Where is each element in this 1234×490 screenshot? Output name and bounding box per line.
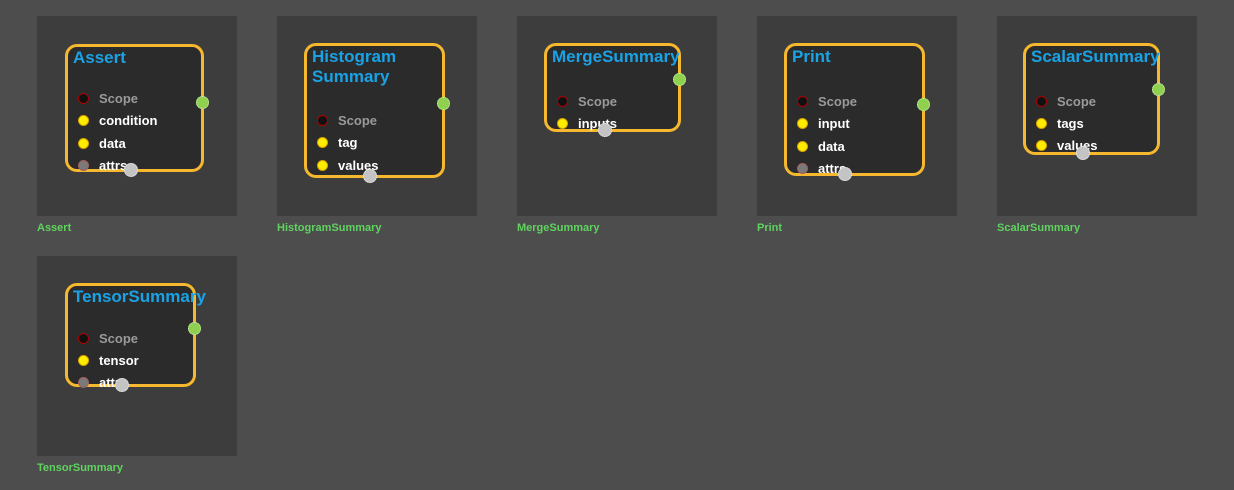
port-label: Scope [99,90,139,106]
port-label: data [99,135,126,151]
scope-port-dot-icon[interactable] [1036,95,1047,107]
input-port-Scope[interactable]: Scope [557,93,617,109]
data-port-dot-icon[interactable] [1036,139,1047,151]
node-caption: TensorSummary [37,462,123,474]
data-port-dot-icon[interactable] [78,354,89,366]
scope-port-dot-icon[interactable] [78,332,89,344]
attr-port-dot-icon[interactable] [78,376,89,388]
port-label: attrs [99,158,128,173]
node-caption: MergeSummary [517,222,600,234]
input-port-Scope[interactable]: Scope [797,93,857,109]
port-label: values [338,157,379,173]
control-port-dot-icon[interactable] [115,378,129,392]
input-port-Scope[interactable]: Scope [1036,93,1096,109]
port-label: data [818,138,845,154]
output-port-dot-icon[interactable] [673,73,686,86]
node-caption: HistogramSummary [277,222,382,234]
input-port-input[interactable]: input [797,116,850,132]
node-title: ScalarSummary [1031,47,1160,66]
input-port-data[interactable]: data [797,138,845,154]
data-port-dot-icon[interactable] [797,140,808,152]
port-label: input [818,116,850,131]
data-port-dot-icon[interactable] [78,115,89,126]
node-title: Print [792,47,831,66]
data-port-dot-icon[interactable] [797,118,808,129]
node-caption: Print [757,222,783,234]
input-port-tensor[interactable]: tensor [78,352,139,368]
control-port-dot-icon[interactable] [838,167,852,181]
control-port-dot-icon[interactable] [1076,146,1090,160]
node-title: MergeSummary [552,47,680,66]
node-title: Histogram Summary [312,47,397,86]
control-port-dot-icon[interactable] [363,169,377,183]
control-port-dot-icon[interactable] [124,163,138,177]
input-port-tags[interactable]: tags [1036,115,1084,131]
output-port-dot-icon[interactable] [437,97,450,110]
data-port-dot-icon[interactable] [317,137,328,148]
control-port-dot-icon[interactable] [598,123,612,137]
port-label: Scope [1057,93,1097,109]
data-port-dot-icon[interactable] [78,137,89,149]
output-port-dot-icon[interactable] [917,98,930,111]
attr-port-dot-icon[interactable] [78,160,89,171]
port-label: Scope [338,112,378,128]
output-port-dot-icon[interactable] [1152,83,1165,96]
scope-port-dot-icon[interactable] [78,92,89,104]
input-port-Scope[interactable]: Scope [78,330,138,346]
input-port-attrs[interactable]: attrs [78,158,127,174]
node-title: TensorSummary [73,287,206,306]
attr-port-dot-icon[interactable] [797,163,808,174]
scope-port-dot-icon[interactable] [557,95,568,107]
node-caption: Assert [37,222,72,234]
scope-port-dot-icon[interactable] [317,114,328,126]
input-port-data[interactable]: data [78,135,126,151]
port-label: Scope [99,330,139,346]
data-port-dot-icon[interactable] [317,159,328,171]
input-port-condition[interactable]: condition [78,113,158,129]
input-port-values[interactable]: values [317,157,378,173]
port-label: Scope [818,93,858,109]
input-port-Scope[interactable]: Scope [317,112,377,128]
port-label: tags [1057,115,1084,131]
scope-port-dot-icon[interactable] [797,95,808,107]
input-port-Scope[interactable]: Scope [78,90,138,106]
output-port-dot-icon[interactable] [196,96,209,109]
port-label: Scope [578,93,618,109]
node-title: Assert [73,48,126,67]
data-port-dot-icon[interactable] [557,117,568,129]
data-port-dot-icon[interactable] [1036,117,1047,129]
output-port-dot-icon[interactable] [188,322,201,335]
port-label: condition [99,113,158,128]
port-label: tag [338,135,358,150]
node-caption: ScalarSummary [997,222,1081,234]
input-port-tag[interactable]: tag [317,135,358,151]
port-label: tensor [99,352,139,368]
